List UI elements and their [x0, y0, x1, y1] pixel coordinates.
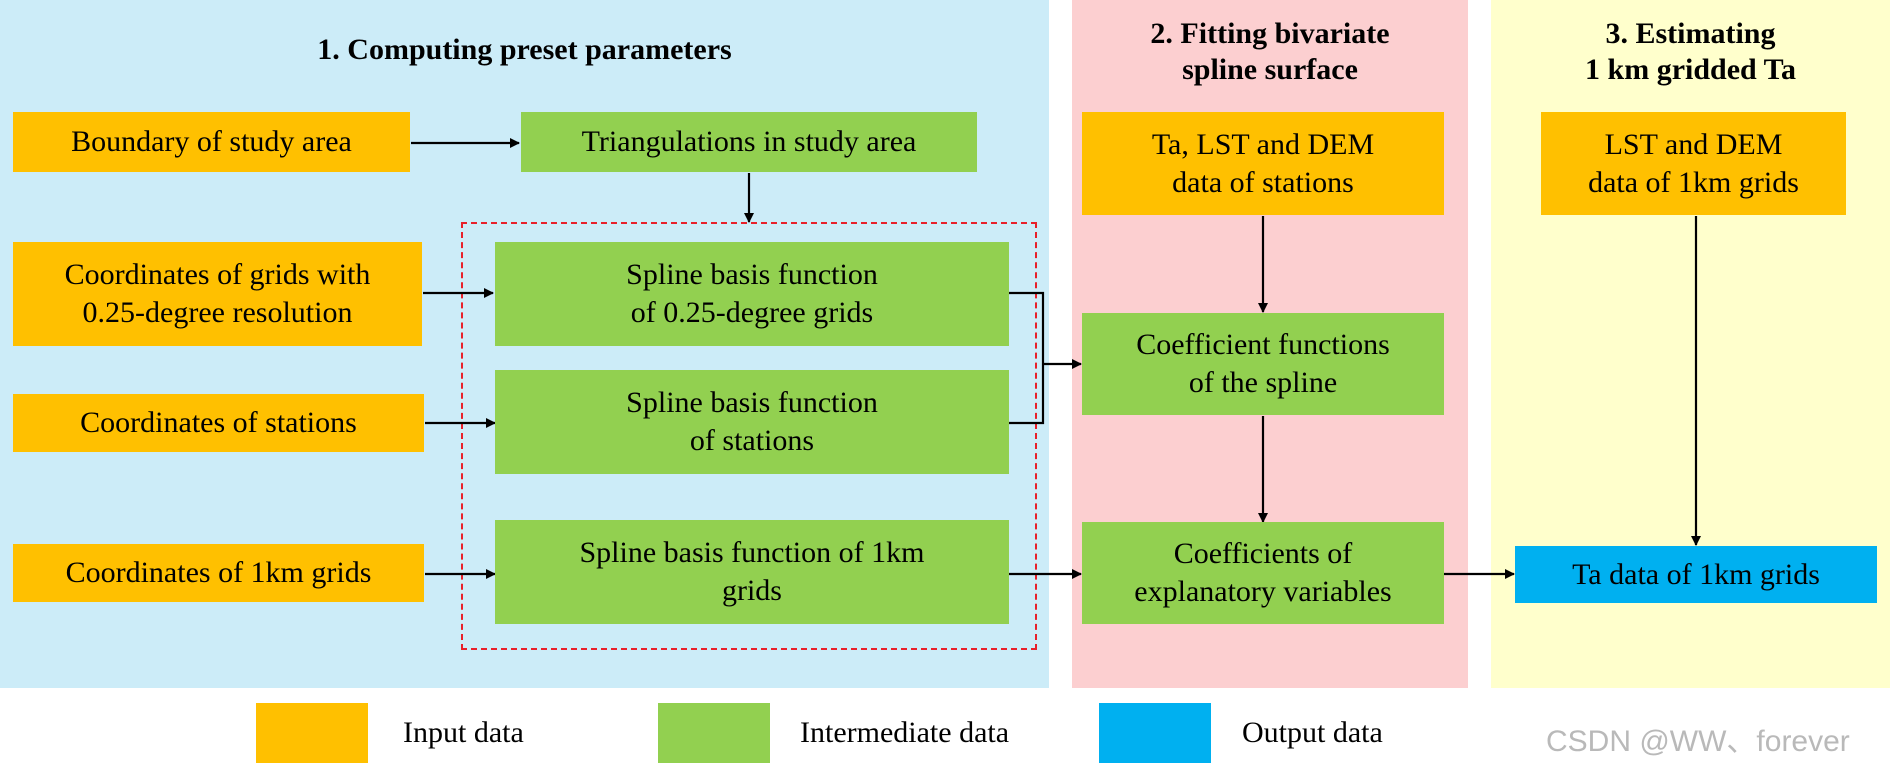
connector-basis025 — [1009, 291, 1045, 364]
node-basis-stations: Spline basis function of stations — [495, 370, 1009, 474]
legend-label-input: Input data — [403, 716, 524, 749]
node-stations-data: Ta, LST and DEM data of stations — [1082, 112, 1444, 215]
node-coordinates-of-stations: Coordinates of stations — [13, 394, 424, 452]
panel1-title: 1. Computing preset parameters — [317, 33, 732, 66]
legend-swatch-input — [256, 703, 368, 763]
panel3-title: 3. Estimating 1 km gridded Ta — [1585, 17, 1796, 86]
spline-basis-group-frame — [461, 222, 1037, 650]
node-basis-025-grids: Spline basis function of 0.25-degree gri… — [495, 242, 1009, 346]
panel2-title: 2. Fitting bivariate spline surface — [1150, 17, 1390, 86]
watermark: CSDN @WW、forever — [1546, 725, 1850, 758]
node-grid-data: LST and DEM data of 1km grids — [1541, 112, 1846, 215]
legend-label-intermediate: Intermediate data — [800, 716, 1010, 749]
node-coordinates-1km-grids: Coordinates of 1km grids — [13, 544, 424, 602]
legend-swatch-intermediate — [658, 703, 770, 763]
legend-swatch-output — [1099, 703, 1211, 763]
node-coefficient-functions: Coefficient functions of the spline — [1082, 313, 1444, 415]
legend-label-output: Output data — [1242, 716, 1383, 749]
node-coordinates-025-grids: Coordinates of grids with 0.25-degree re… — [13, 242, 422, 346]
node-triangulations: Triangulations in study area — [521, 112, 977, 172]
node-ta-output: Ta data of 1km grids — [1515, 546, 1877, 603]
node-boundary-of-study-area: Boundary of study area — [13, 112, 410, 172]
connector-basisstations — [1009, 364, 1045, 425]
node-basis-1km-grids: Spline basis function of 1km grids — [495, 520, 1009, 624]
node-coefficients-explanatory: Coefficients of explanatory variables — [1082, 522, 1444, 624]
